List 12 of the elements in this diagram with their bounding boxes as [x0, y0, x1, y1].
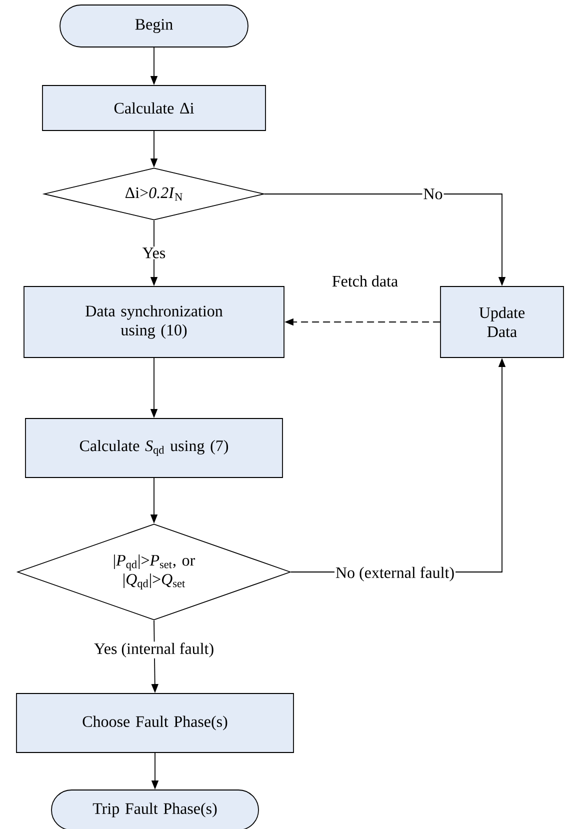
process-box: Calculate Δi — [42, 85, 266, 131]
edge-label: No (external fault) — [334, 566, 456, 582]
edge-label: Yes — [141, 246, 167, 260]
process-box: Data synchronization using (10) — [24, 286, 284, 358]
edge-label: No — [422, 188, 444, 200]
process-box: Choose Fault Phase(s) — [16, 693, 294, 753]
terminator-box: Trip Fault Phase(s) — [51, 790, 259, 829]
process-box: Update Data — [440, 286, 564, 358]
terminator-box: Begin — [60, 4, 248, 48]
edge-label: Yes (internal fault) — [92, 642, 216, 658]
edge-label: Fetch data — [330, 274, 400, 288]
process-box: Calculate S$_{qd}$ using (7) — [25, 418, 283, 478]
